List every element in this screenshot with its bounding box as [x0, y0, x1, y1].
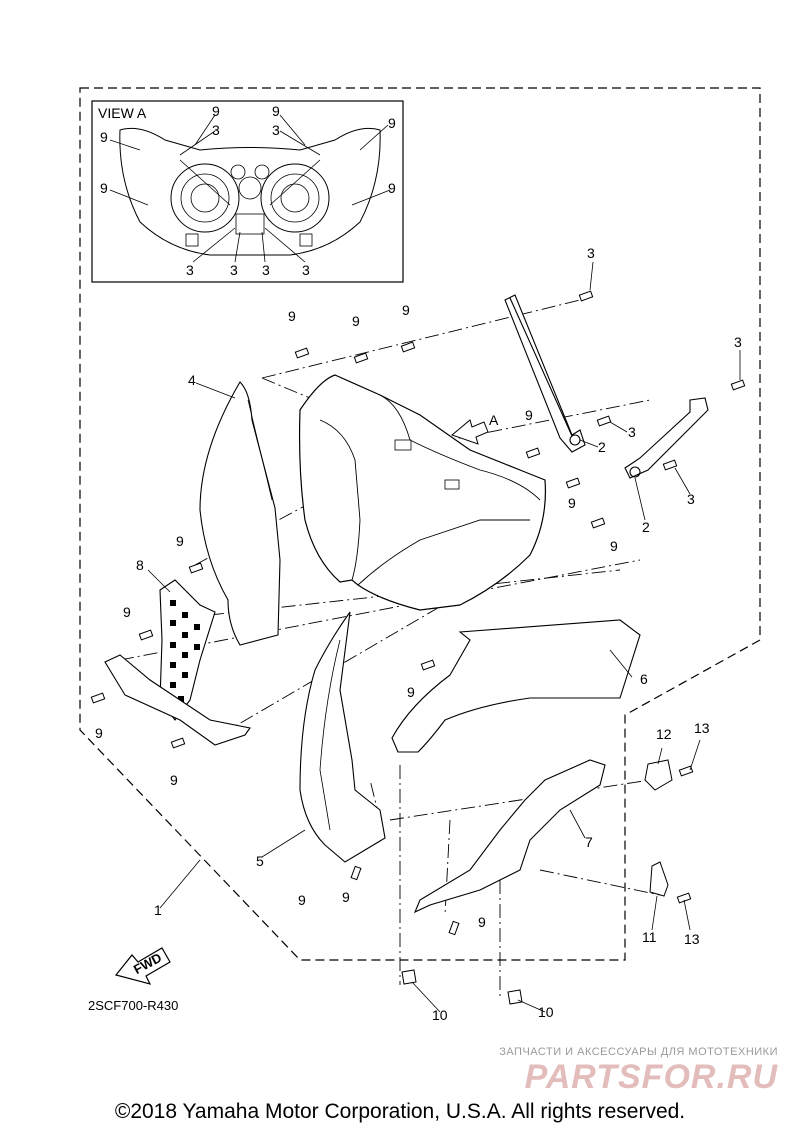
view-a-label: VIEW A: [98, 105, 147, 121]
callout: 9: [272, 103, 280, 119]
callout: 9: [342, 889, 350, 905]
part-11-clip: [649, 861, 669, 897]
arrow-label: A: [489, 412, 499, 428]
callout: 1: [154, 902, 162, 918]
callout: 9: [100, 129, 108, 145]
callout: 2: [598, 439, 606, 455]
callout: 5: [256, 853, 264, 869]
callout: 9: [176, 533, 184, 549]
callout: 9: [478, 914, 486, 930]
callout: 3: [587, 245, 595, 261]
callout: 3: [272, 122, 280, 138]
callout: 9: [568, 495, 576, 511]
callout: 13: [694, 720, 710, 736]
headlight-housing: [298, 374, 547, 611]
callout: 9: [170, 772, 178, 788]
copyright-notice: ©2018 Yamaha Motor Corporation, U.S.A. A…: [114, 1100, 686, 1123]
callout: 6: [640, 671, 648, 687]
callout: 9: [95, 725, 103, 741]
leader-lines: [147, 261, 741, 1013]
callout: 2: [642, 519, 650, 535]
main-callouts: 3 9 9 9 3 4 9 2 3 3 9 9 9 2 9 8 9 6 9 9 …: [95, 245, 742, 1023]
callout: 9: [298, 892, 306, 908]
callout: 3: [212, 122, 220, 138]
callout: 3: [687, 491, 695, 507]
stay-parts: [504, 294, 709, 479]
callout: 13: [684, 931, 700, 947]
callout: 4: [188, 372, 196, 388]
callout: 7: [585, 834, 593, 850]
callout: 8: [136, 557, 144, 573]
callout: 9: [388, 180, 396, 196]
callout: 9: [407, 684, 415, 700]
callout: 9: [288, 308, 296, 324]
fwd-arrow-icon: FWD: [114, 947, 171, 985]
part-7-side-cover: [413, 759, 606, 914]
callout: 3: [262, 262, 270, 278]
callout: 12: [656, 726, 672, 742]
lower-bracket: [104, 654, 251, 746]
callout: 3: [628, 424, 636, 440]
callout: 10: [538, 1004, 554, 1020]
bolt-icons: [90, 290, 746, 936]
callout: 3: [302, 262, 310, 278]
part-4-inner-panel: [199, 381, 281, 646]
callout: 3: [186, 262, 194, 278]
callout: 11: [642, 929, 657, 945]
callout: 9: [402, 302, 410, 318]
part-10-nut: [401, 969, 417, 985]
callout: 9: [100, 180, 108, 196]
callout: 10: [432, 1007, 448, 1023]
view-direction-arrow: A: [450, 412, 499, 445]
part-6-upper-cover: [391, 619, 641, 753]
part-12-clip: [644, 759, 673, 791]
callout: 9: [525, 407, 533, 423]
part-10-nut: [507, 989, 523, 1005]
callout: 3: [230, 262, 238, 278]
callout: 9: [610, 538, 618, 554]
watermark-logo: PARTSFOR.RU: [524, 1058, 778, 1096]
callout: 9: [352, 313, 360, 329]
view-a-callouts: 9 9 9 9 3 3 9 9 3 3 3 3: [100, 103, 396, 278]
callout: 9: [123, 604, 131, 620]
diagram-code: 2SCF700-R430: [88, 998, 179, 1013]
callout: 9: [212, 103, 220, 119]
callout: 3: [734, 334, 742, 350]
view-a-inset: VIEW A 9 9 9 9 3: [91, 100, 404, 283]
grille-mesh: [170, 600, 200, 702]
assembly-boundary: [79, 87, 761, 961]
watermark-tagline: ЗАПЧАСТИ И АКСЕССУАРЫ ДЛЯ МОТОТЕХНИКИ: [499, 1046, 778, 1058]
part-5-side-panel: [299, 611, 386, 863]
callout: 9: [388, 115, 396, 131]
